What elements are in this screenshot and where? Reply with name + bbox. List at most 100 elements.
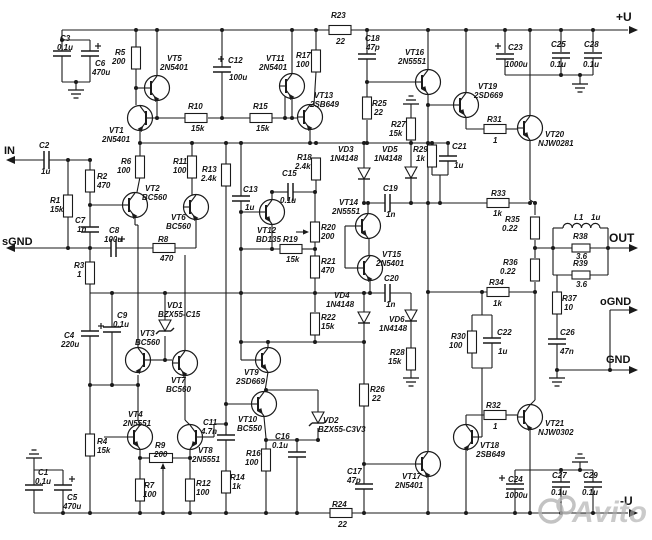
junction-dot [134,86,138,90]
component-ref-label: R13 [202,165,217,174]
resistor-symbol [260,448,272,472]
component-value-label: 100 [117,166,131,175]
junction-dot [239,210,243,214]
component-value-label: BZX55-C3V3 [318,425,366,434]
junction-dot [220,116,224,120]
resistor-symbol [62,194,74,218]
resistor-symbol [310,157,322,181]
junction-dot [134,28,138,32]
transistor-symbol [354,212,382,240]
junction-dot [533,201,537,205]
junction-dot [365,80,369,84]
junction-dot [528,511,532,515]
junction-dot [426,511,430,515]
ground-icon [403,95,419,105]
junction-dot [503,28,507,32]
junction-dot [430,141,434,145]
component-value-label: BZX55-C15 [158,310,201,319]
component-value-label: 2N5401 [375,259,405,268]
capacitor-symbol [81,330,99,337]
transistor-symbol [171,349,199,377]
resistor-symbol [309,255,321,279]
component-ref-label: R39 [573,259,588,268]
component-ref-label: L1 [574,213,584,222]
component-value-label: 470 [320,266,335,275]
inductor-symbol [562,222,601,229]
junction-dot [264,438,268,442]
junction-dot [426,201,430,205]
capacitor-symbol [287,183,294,201]
watermark-logo: Avito [538,495,647,529]
capacitor-symbol [548,338,566,345]
component-value-label: 0.1u [57,43,73,52]
component-ref-label: R26 [370,385,385,394]
resistor-symbol [309,221,321,243]
capacitor-symbol [483,337,501,344]
port-label-vminus: -U [620,494,633,508]
component-value-label: 22 [371,394,381,403]
component-ref-label: R10 [188,102,203,111]
component-ref-label: C21 [452,142,467,151]
capacitor-symbol [110,239,117,257]
junction-dot [426,103,430,107]
junction-dot [409,141,413,145]
component-ref-label: C23 [508,43,523,52]
component-ref-label: C4 [64,331,75,340]
junction-dot [88,158,92,162]
component-value-label: 2N5551 [397,57,427,66]
component-value-label: BC560 [142,193,167,202]
component-ref-label: R14 [230,473,245,482]
component-ref-label: VD4 [334,291,350,300]
junction-dot [366,201,370,205]
component-ref-label: R31 [487,115,502,124]
transistor-symbol [414,68,442,96]
component-value-label: 470u [62,502,81,511]
junction-dot [513,511,517,515]
junction-dot [66,246,70,250]
junction-dot [88,383,92,387]
capacitor-symbol [81,226,99,233]
resistor-symbol [483,123,507,135]
junction-dot [224,141,228,145]
component-ref-label: R28 [390,348,405,357]
component-ref-label: R16 [246,449,261,458]
junction-dot [60,38,64,42]
junction-dot [362,141,366,145]
junction-dot [578,73,582,77]
component-value-label: 15k [256,124,270,133]
component-ref-label: VD1 [167,301,183,310]
component-value-label: NJW0281 [538,139,574,148]
junction-dot [188,456,192,460]
capacitor-symbol [384,194,391,212]
component-ref-label: VT7 [171,376,186,385]
transistor-symbol [126,104,154,132]
junction-dot [409,201,413,205]
transistor-symbol [182,193,210,221]
wire [264,371,269,392]
junction-dot [365,141,369,145]
junction-dot [188,511,192,515]
component-ref-label: R32 [486,401,501,410]
component-ref-label: R20 [321,223,336,232]
junction-dot [362,201,366,205]
junction-dot [239,291,243,295]
resistor-symbol [551,291,563,315]
component-ref-label: R33 [491,189,506,198]
capacitor-symbol [506,483,524,490]
component-value-label: 1N4148 [374,154,403,163]
component-value-label: 1k [493,299,502,308]
port-label-ognd: oGND [600,296,631,308]
component-ref-label: C17 [347,467,362,476]
diode-symbol [357,167,371,181]
component-ref-label: R36 [503,258,518,267]
component-value-label: 0.22 [500,267,516,276]
resistor-symbol [309,312,321,336]
component-ref-label: R34 [489,278,504,287]
component-ref-label: C8 [109,226,120,235]
junction-dot [464,511,468,515]
junction-dot [163,291,167,295]
resistor-symbol [130,46,142,70]
polarity-plus-icon [98,323,104,329]
component-ref-label: VT14 [339,198,359,207]
zener-diode-symbol [155,319,175,335]
